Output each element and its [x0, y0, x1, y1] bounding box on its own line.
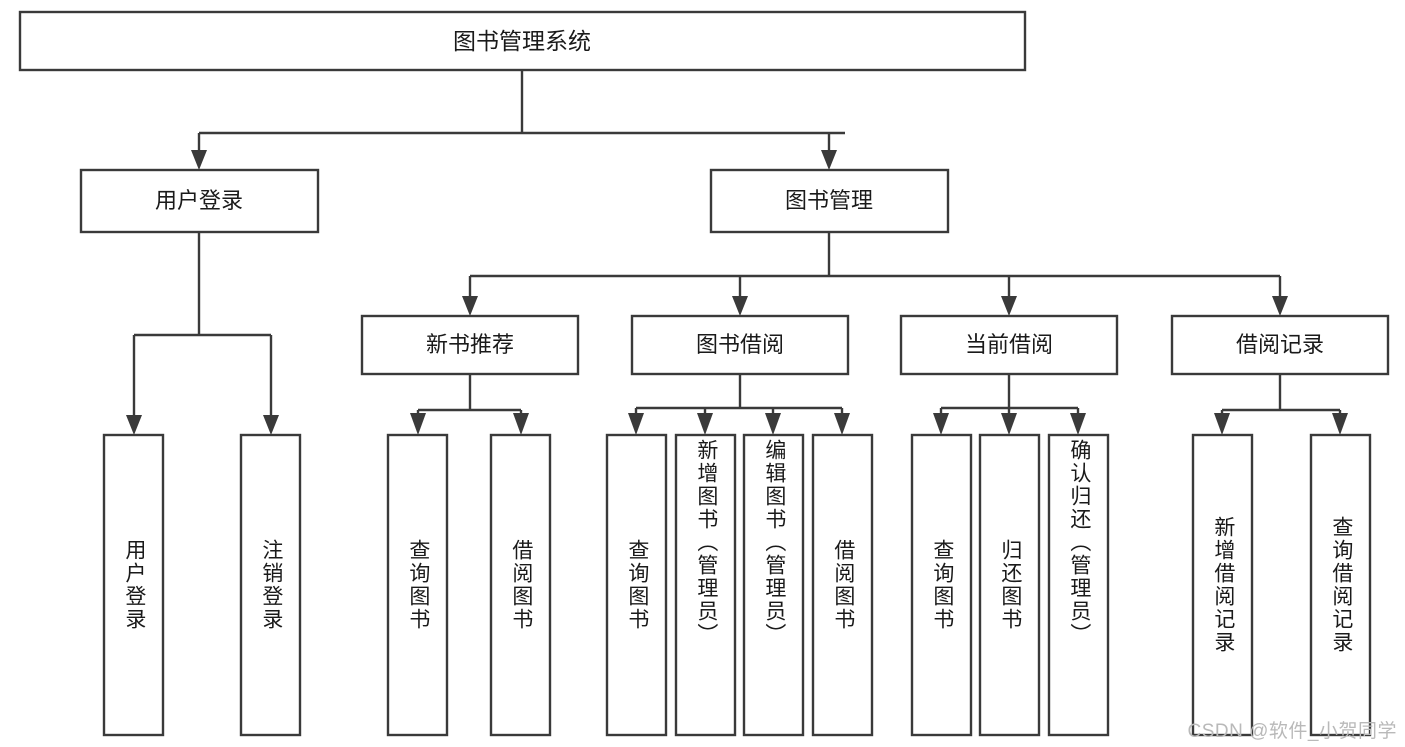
- connector-bookmanage-to-level3: [462, 232, 1288, 316]
- node-leaf-borrow-book-1[interactable]: [489, 433, 552, 737]
- node-current-borrow-label: 当前借阅: [965, 332, 1053, 357]
- node-root-label: 图书管理系统: [453, 28, 591, 54]
- node-leaf-return-book[interactable]: [978, 433, 1041, 737]
- node-leaf-add-record[interactable]: [1191, 433, 1254, 737]
- node-leaf-edit-book[interactable]: [742, 433, 805, 737]
- node-root[interactable]: 图书管理系统: [18, 10, 1027, 72]
- node-book-borrow-label: 图书借阅: [696, 332, 784, 357]
- csdn-watermark: CSDN @软件_小贺同学: [1187, 721, 1397, 742]
- connector-currentborrow-to-leaves: [933, 374, 1086, 435]
- node-leaf-query-record[interactable]: [1309, 433, 1372, 737]
- node-leaf-query-book-2[interactable]: [605, 433, 668, 737]
- connector-newbook-to-leaves: [410, 374, 529, 435]
- node-book-borrow[interactable]: 图书借阅: [630, 314, 850, 376]
- node-leaf-user-login[interactable]: [102, 433, 165, 737]
- node-user-login[interactable]: 用户登录: [79, 168, 320, 234]
- node-borrow-record-label: 借阅记录: [1236, 332, 1324, 357]
- node-borrow-record[interactable]: 借阅记录: [1170, 314, 1390, 376]
- node-new-book-recommend-label: 新书推荐: [426, 332, 514, 357]
- connector-borrowrecord-to-leaves: [1214, 374, 1348, 435]
- node-book-manage[interactable]: 图书管理: [709, 168, 950, 234]
- connector-bookborrow-to-leaves: [628, 374, 850, 435]
- node-leaf-query-book-1[interactable]: [386, 433, 449, 737]
- node-new-book-recommend[interactable]: 新书推荐: [360, 314, 580, 376]
- node-book-manage-label: 图书管理: [785, 188, 873, 213]
- leaf-boxes-group: [102, 433, 1372, 737]
- node-leaf-add-book[interactable]: [674, 433, 737, 737]
- node-leaf-logout[interactable]: [239, 433, 302, 737]
- node-user-login-label: 用户登录: [155, 188, 243, 213]
- connector-root-to-level2: [191, 70, 845, 170]
- node-current-borrow[interactable]: 当前借阅: [899, 314, 1119, 376]
- node-leaf-confirm-return[interactable]: [1047, 433, 1110, 737]
- node-leaf-borrow-book-2[interactable]: [811, 433, 874, 737]
- node-leaf-query-book-3[interactable]: [910, 433, 973, 737]
- connector-userlogin-to-leaves: [126, 232, 279, 435]
